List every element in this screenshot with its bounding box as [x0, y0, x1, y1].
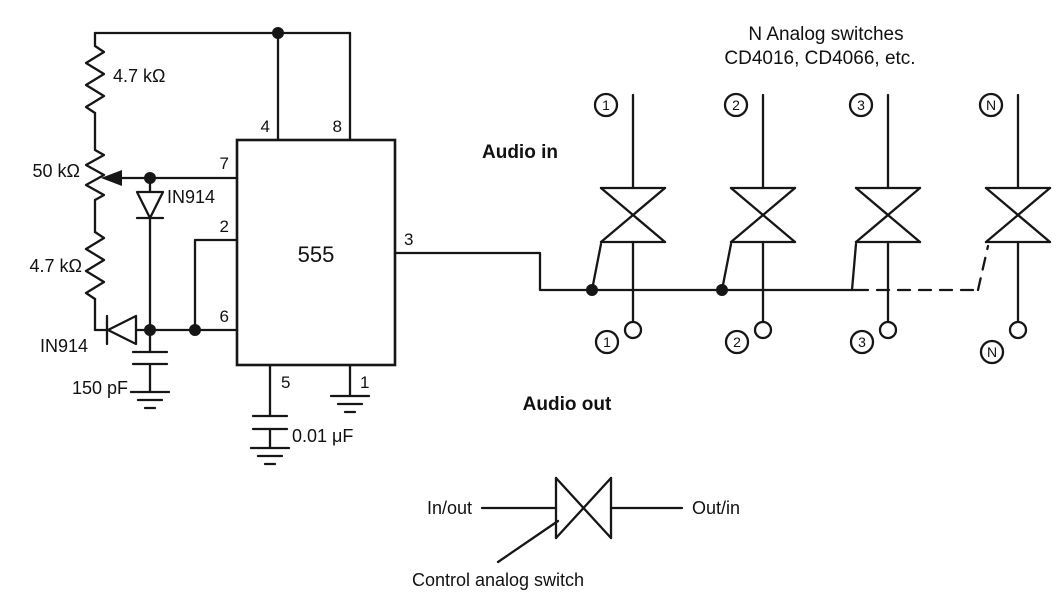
output-terminal [878, 320, 898, 340]
output-terminal [1008, 320, 1028, 340]
ground-symbol [249, 446, 291, 466]
channel-badge-bottom [594, 329, 620, 355]
channel-badge-top [723, 92, 749, 118]
pin-label-8: 8 [333, 117, 342, 136]
control-lead-2 [720, 242, 733, 292]
label-cap-control: 0.01 μF [292, 426, 353, 446]
legend-outin-label: Out/in [692, 498, 740, 518]
output-bus [393, 242, 990, 296]
pin2-branch [193, 238, 239, 332]
ground-pin1 [329, 363, 371, 414]
label-cap-timing: 150 pF [72, 378, 128, 398]
output-terminal [623, 320, 643, 340]
analog-switch-1: 1 1 [593, 92, 667, 355]
power-rail [93, 27, 352, 142]
audio-in-label: Audio in [482, 142, 558, 163]
pin-label-7: 7 [220, 154, 229, 173]
capacitor-150pf: 150 pF [72, 328, 171, 410]
channel-number-top: 3 [857, 97, 865, 113]
channel-badge-top [593, 92, 619, 118]
output-terminal [753, 320, 773, 340]
ic-555: 555 4 8 7 2 6 3 5 1 [220, 117, 414, 392]
control-lead-1 [590, 242, 603, 292]
analog-switch-symbol-icon [554, 476, 613, 540]
pin-label-5: 5 [281, 373, 290, 392]
label-diode-top: IN914 [167, 187, 215, 207]
pot-zigzag [84, 148, 106, 202]
resistor-zigzag [84, 44, 106, 115]
pin-label-2: 2 [220, 217, 229, 236]
legend-control-lead [496, 519, 560, 564]
channel-number-bottom: 1 [603, 334, 611, 350]
pin3-wire [393, 251, 858, 292]
pin-label-6: 6 [220, 307, 229, 326]
potentiometer-50k: 50 kΩ [33, 148, 239, 234]
resistor-r1-top: 4.7 kΩ [84, 31, 165, 152]
label-diode-bottom: IN914 [40, 336, 88, 356]
channel-badge-bottom [849, 329, 875, 355]
diode-d2-bottom: IN914 [40, 314, 239, 356]
channel-number-bottom: 3 [858, 334, 866, 350]
channel-number-bottom: N [987, 344, 997, 360]
resistor-r2-bottom: 4.7 kΩ [30, 230, 106, 332]
ic-label: 555 [298, 242, 335, 267]
channel-badge-bottom [724, 329, 750, 355]
wiper-arrow-icon [101, 170, 122, 186]
diode-triangle-icon [135, 190, 165, 220]
legend-inout-label: In/out [427, 498, 472, 518]
ground-symbol [129, 390, 171, 410]
switches-title-line1: N Analog switches [748, 24, 903, 45]
pin-label-3: 3 [404, 230, 413, 249]
analog-switch-n: N N [978, 92, 1052, 365]
label-pot: 50 kΩ [33, 161, 80, 181]
channel-number-top: N [986, 97, 996, 113]
channel-number-top: 2 [732, 97, 740, 113]
audio-out-label: Audio out [523, 394, 612, 415]
label-resistor-top: 4.7 kΩ [113, 66, 165, 86]
diode-triangle-icon [106, 314, 138, 346]
capacitor-001uf: 0.01 μF [249, 363, 353, 466]
channel-badge-top [848, 92, 874, 118]
channel-badge-top [978, 92, 1004, 118]
switches-title-line2: CD4016, CD4066, etc. [724, 48, 915, 69]
resistor-zigzag [84, 230, 106, 301]
pin-label-4: 4 [261, 117, 270, 136]
legend: In/out Out/in Control analog switch [412, 476, 740, 590]
ground-symbol [329, 394, 371, 414]
legend-caption: Control analog switch [412, 570, 584, 590]
diode-d1-top: IN914 [135, 176, 215, 332]
channel-badge-bottom [979, 339, 1005, 365]
channel-number-top: 1 [602, 97, 610, 113]
label-resistor-bottom: 4.7 kΩ [30, 256, 82, 276]
control-lead-n-dashed [976, 244, 990, 292]
analog-switch-3: 3 3 [848, 92, 922, 355]
analog-switch-2: 2 2 [723, 92, 797, 355]
channel-number-bottom: 2 [733, 334, 741, 350]
control-lead-3 [850, 242, 858, 292]
pin-label-1: 1 [360, 373, 369, 392]
